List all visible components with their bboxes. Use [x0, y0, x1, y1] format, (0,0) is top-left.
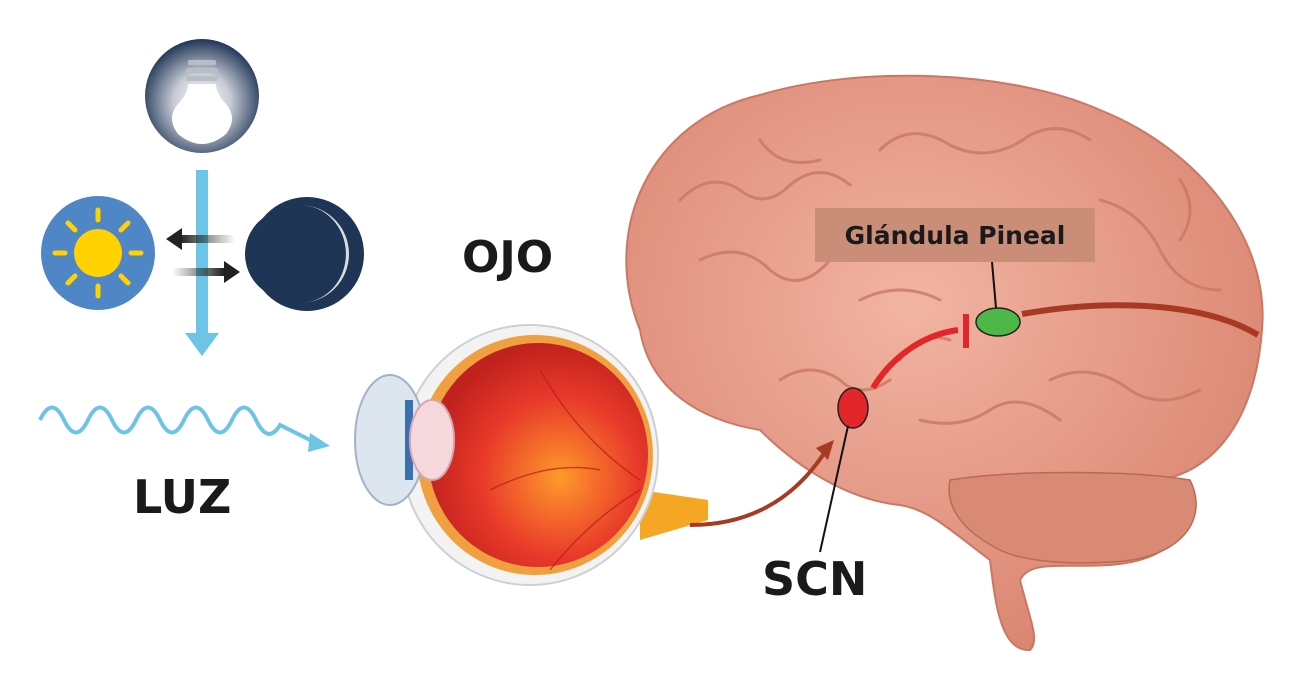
pineal-output-pathway [1021, 302, 1260, 338]
pineal-gland-marker [975, 307, 1021, 337]
pineal-gland-label: Glándula Pineal [815, 208, 1095, 262]
eye-label: OJO [462, 232, 554, 283]
eye-illustration [354, 324, 708, 586]
pineal-leader-line [991, 261, 997, 309]
light-label: LUZ [133, 470, 232, 524]
scn-leader-line [819, 425, 849, 553]
scn-to-pineal-inhibition [870, 327, 959, 390]
day-night-cycle-arrows [166, 228, 240, 283]
retinohypothalamic-tract [689, 450, 827, 527]
brain-illustration [625, 74, 1264, 652]
light-down-arrow [185, 170, 219, 356]
scn-label: SCN [762, 552, 868, 606]
moon-icon [245, 197, 364, 311]
sun-icon [41, 196, 155, 310]
light-bulb-icon [145, 39, 259, 153]
light-wave [38, 405, 330, 452]
tract-arrowhead [816, 440, 834, 460]
scn-marker [837, 387, 869, 429]
